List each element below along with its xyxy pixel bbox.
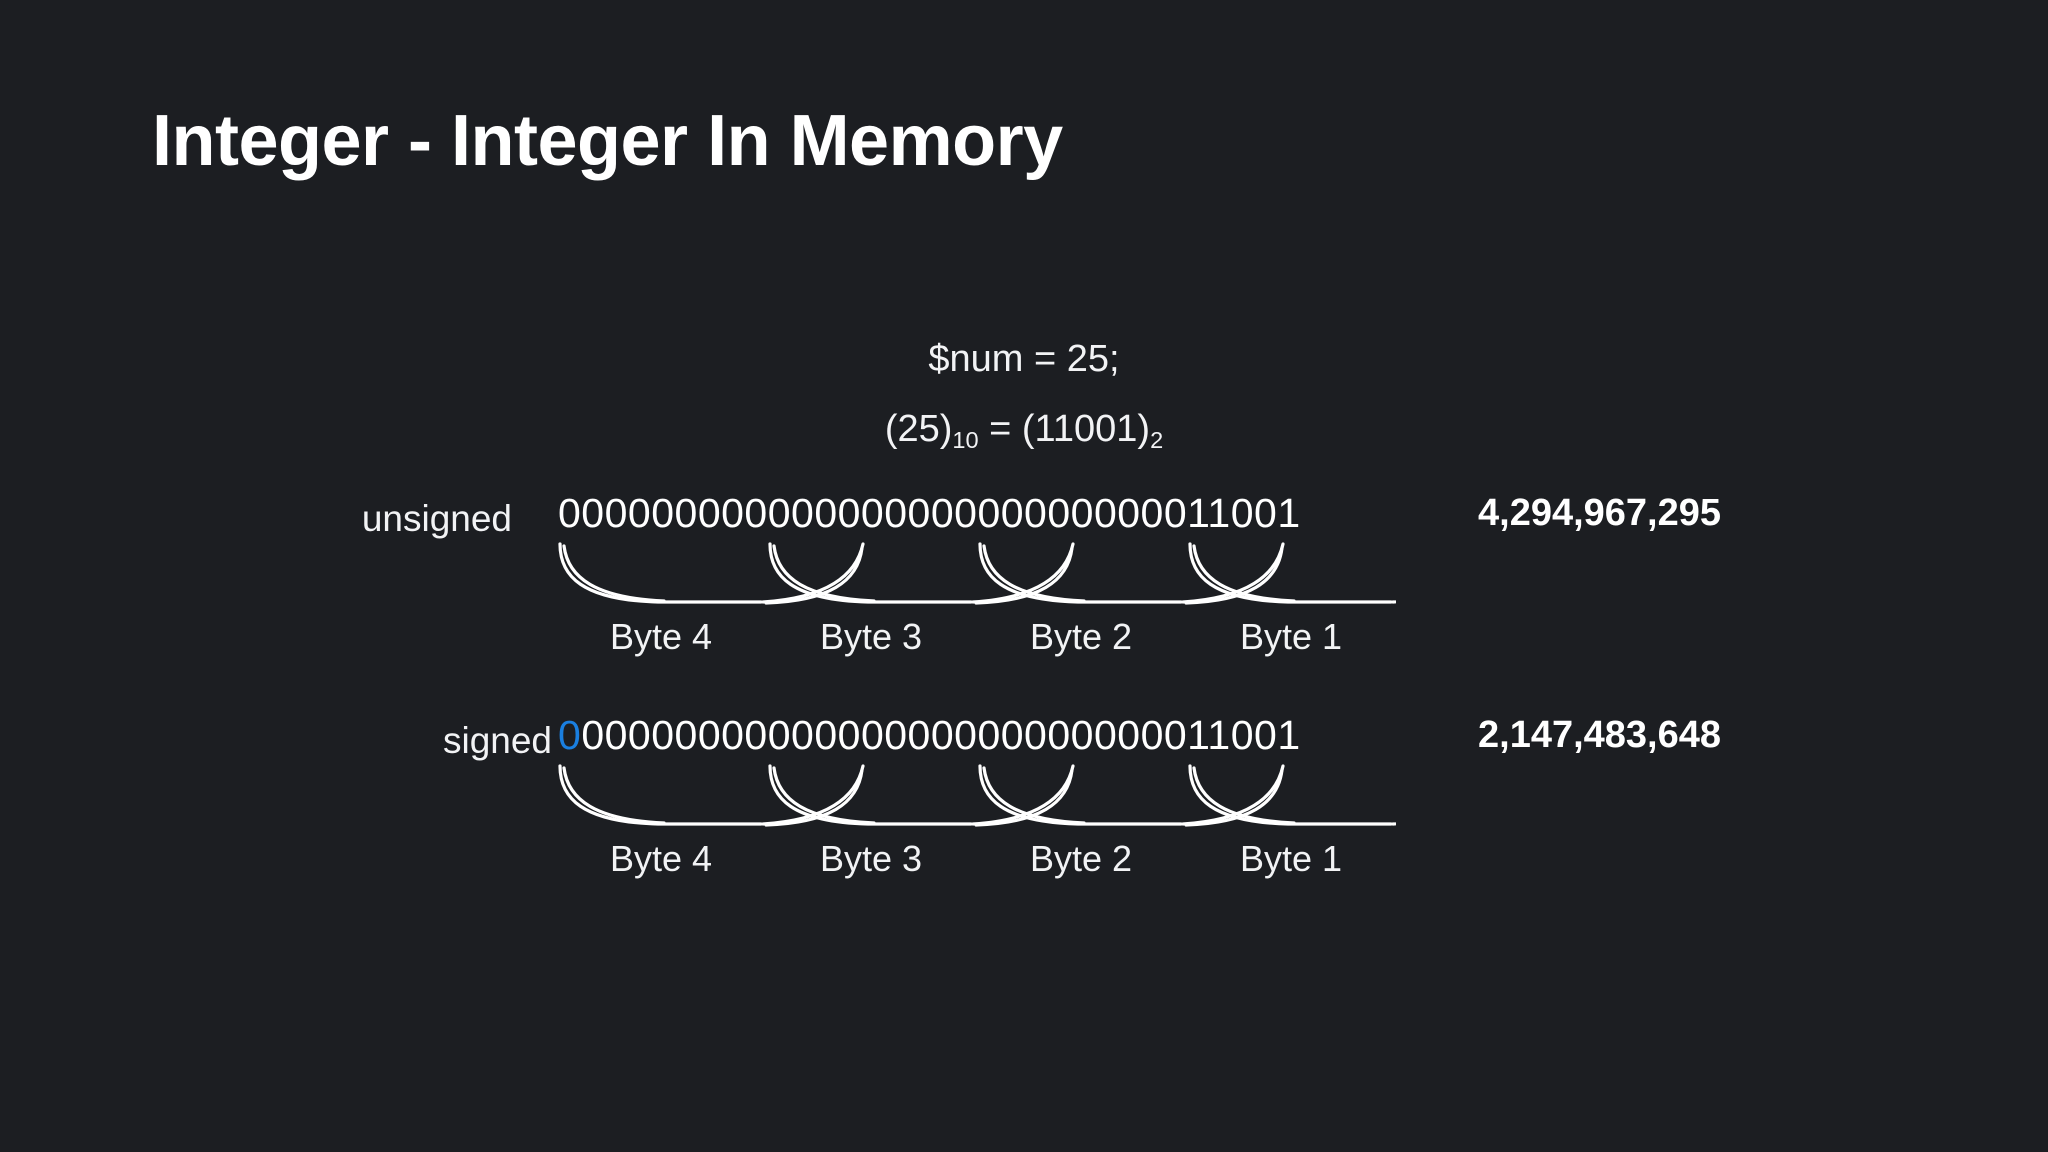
binary-literal: (11001) (1021, 408, 1151, 450)
bits-value-signed: 0000000000000000000000000011001 (581, 712, 1301, 758)
row-label-signed: signed (442, 720, 552, 761)
byte-label-2: Byte 2 (1029, 838, 1133, 879)
declaration-block: $num = 25; (25)10 = (11001)2 (0, 338, 2048, 452)
byte-label-3: Byte 3 (819, 616, 923, 657)
byte-label-3: Byte 3 (819, 838, 923, 879)
binary-base-subscript: 2 (1150, 427, 1164, 454)
decimal-base-subscript: 10 (952, 427, 979, 454)
byte-braces-signed (556, 764, 1396, 842)
base-conversion: (25)10 = (11001)2 (0, 408, 2048, 452)
byte-label-4: Byte 4 (609, 838, 713, 879)
sign-bit-indicator: 0 (558, 712, 582, 758)
byte-label-1: Byte 1 (1239, 616, 1343, 657)
byte-label-2: Byte 2 (1029, 616, 1133, 657)
bit-string-unsigned: 00000000000000000000000000011001 (558, 490, 1301, 537)
memory-row-unsigned: unsigned 0000000000000000000000000001100… (0, 490, 2048, 730)
byte-label-4: Byte 4 (609, 616, 713, 657)
page-title: Integer - Integer In Memory (152, 101, 1063, 181)
decimal-literal: (25) (884, 408, 953, 450)
byte-labels-unsigned: Byte 4 Byte 3 Byte 2 Byte 1 (556, 616, 1396, 666)
bits-value-unsigned: 00000000000000000000000000011001 (558, 490, 1301, 536)
code-declaration: $num = 25; (928, 338, 1120, 380)
row-value-signed: 2,147,483,648 (1478, 714, 1722, 756)
bit-string-signed: 00000000000000000000000000011001 (558, 712, 1301, 759)
byte-label-1: Byte 1 (1239, 838, 1343, 879)
byte-braces-unsigned (556, 542, 1396, 620)
byte-labels-signed: Byte 4 Byte 3 Byte 2 Byte 1 (556, 838, 1396, 888)
row-value-unsigned: 4,294,967,295 (1478, 492, 1722, 534)
memory-row-signed: signed 00000000000000000000000000011001 … (0, 712, 2048, 952)
row-label-unsigned: unsigned (361, 498, 512, 539)
conversion-equals: = (978, 408, 1022, 450)
